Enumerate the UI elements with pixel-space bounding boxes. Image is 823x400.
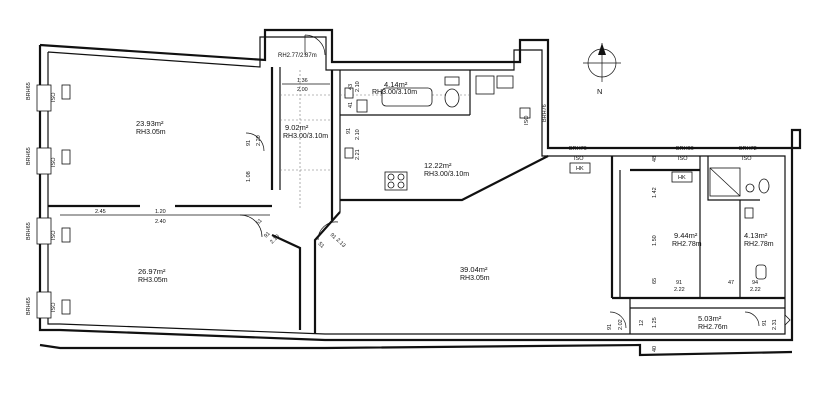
room-area-bath: 4.14m² xyxy=(384,80,408,89)
north-arrow: N xyxy=(583,43,621,96)
dim-136: 1.36 xyxy=(297,78,308,84)
dim-210-b: 2.10 xyxy=(355,129,361,140)
brh-label-east-2: BRH66 xyxy=(676,146,694,152)
dim-213: 2.13 xyxy=(335,237,347,249)
shower-fixtures xyxy=(569,162,770,280)
dim-91-c: 91 xyxy=(329,232,338,241)
dim-240: 2.40 xyxy=(155,219,166,225)
dim-51-b: 51 xyxy=(317,241,326,250)
brh-label-kitchen: BRH76 xyxy=(542,104,548,122)
iso-label-w1: ISO xyxy=(51,92,57,102)
dim-210-c: 2.10 xyxy=(355,81,361,92)
exterior-walls xyxy=(38,28,802,357)
room-height-shower: RH2.78m xyxy=(744,241,774,248)
brh-label-2: BRH65 xyxy=(26,147,32,165)
room-area-living-main: 39.04m² xyxy=(460,265,488,274)
dim-91-f: 91 xyxy=(607,324,613,330)
room-height-east: RH2.78m xyxy=(672,241,702,248)
dim-43: 43 xyxy=(348,84,354,90)
iso-label-kitchen: ISO xyxy=(524,115,530,125)
dim-222-a: 2.22 xyxy=(674,287,685,293)
room-area-shower: 4.13m² xyxy=(744,231,768,240)
brh-label-3: BRH65 xyxy=(26,222,32,240)
dim-41: 41 xyxy=(348,102,354,108)
dim-94: 94 xyxy=(752,280,758,286)
iso-label-e2: ISO xyxy=(678,156,688,162)
room-area-east: 9.44m² xyxy=(674,231,698,240)
room-height-bath: RH3.00/3.10m xyxy=(372,89,417,96)
dim-40: 40 xyxy=(652,346,658,352)
iso-label-e3: ISO xyxy=(742,156,752,162)
bath-fixtures xyxy=(344,75,531,191)
hk-label-1: HK xyxy=(576,166,584,172)
dim-220: 2.20 xyxy=(256,135,262,146)
iso-label-w3: ISO xyxy=(51,230,57,240)
dim-245: 2.45 xyxy=(95,209,106,215)
dim-47: 47 xyxy=(728,280,734,286)
north-label: N xyxy=(597,87,602,96)
dim-222-b: 2.22 xyxy=(750,287,761,293)
dim-202: 2.02 xyxy=(618,319,624,330)
room-height-living-nw: RH3.05m xyxy=(136,129,166,136)
dim-142: 1.42 xyxy=(652,187,658,198)
brh-label-east-1: BRH76 xyxy=(569,146,587,152)
iso-label-w2: ISO xyxy=(51,157,57,167)
dim-12: 12 xyxy=(639,320,645,326)
dim-125: 1.25 xyxy=(652,317,658,328)
dim-221: 2.21 xyxy=(355,149,361,160)
brh-label-east-3: BRH72 xyxy=(739,146,757,152)
brh-label-1: BRH65 xyxy=(26,82,32,100)
dim-120: 1.20 xyxy=(155,209,166,215)
interior-walls xyxy=(48,67,785,334)
entry-height-label: RH2.77/2.87m xyxy=(278,53,317,59)
room-height-living-sw: RH3.05m xyxy=(138,277,168,284)
dim-91-a: 91 xyxy=(246,140,252,146)
dim-108: 1.08 xyxy=(246,171,252,182)
dim-65: 65 xyxy=(652,278,658,284)
room-area-hall: 9.02m² xyxy=(285,123,309,132)
iso-label-w4: ISO xyxy=(51,302,57,312)
iso-label-e1: ISO xyxy=(574,156,584,162)
room-area-living-sw: 26.97m² xyxy=(138,267,166,276)
dim-200: 2.00 xyxy=(297,87,308,93)
room-height-corridor-east: RH2.76m xyxy=(698,324,728,331)
dim-91-b: 91 xyxy=(263,231,272,240)
dim-231: 2.31 xyxy=(772,319,778,330)
dimensions: 1.36 2.00 91 2.20 1.08 2.45 1.20 2.40 51… xyxy=(60,78,778,352)
room-area-living-nw: 23.93m² xyxy=(136,119,164,128)
room-area-corridor-east: 5.03m² xyxy=(698,314,722,323)
dim-150: 1.50 xyxy=(652,235,658,246)
dim-91-e: 91 xyxy=(676,280,682,286)
room-area-kitchen: 12.22m² xyxy=(424,161,452,170)
room-height-living-main: RH3.05m xyxy=(460,275,490,282)
dim-91-g: 91 xyxy=(762,320,768,326)
dim-48: 48 xyxy=(652,156,658,162)
dim-210-a: 2.10 xyxy=(269,234,281,246)
brh-label-4: BRH65 xyxy=(26,297,32,315)
room-height-kitchen: RH3.00/3.10m xyxy=(424,171,469,178)
west-windows: BRH65 BRH65 BRH65 BRH65 ISO ISO ISO ISO xyxy=(26,82,71,319)
room-height-hall: RH3.00/3.10m xyxy=(283,133,328,140)
hk-label-2: HK xyxy=(678,175,686,181)
dim-51-a: 51 xyxy=(255,218,264,227)
dim-91-d: 91 xyxy=(346,128,352,134)
